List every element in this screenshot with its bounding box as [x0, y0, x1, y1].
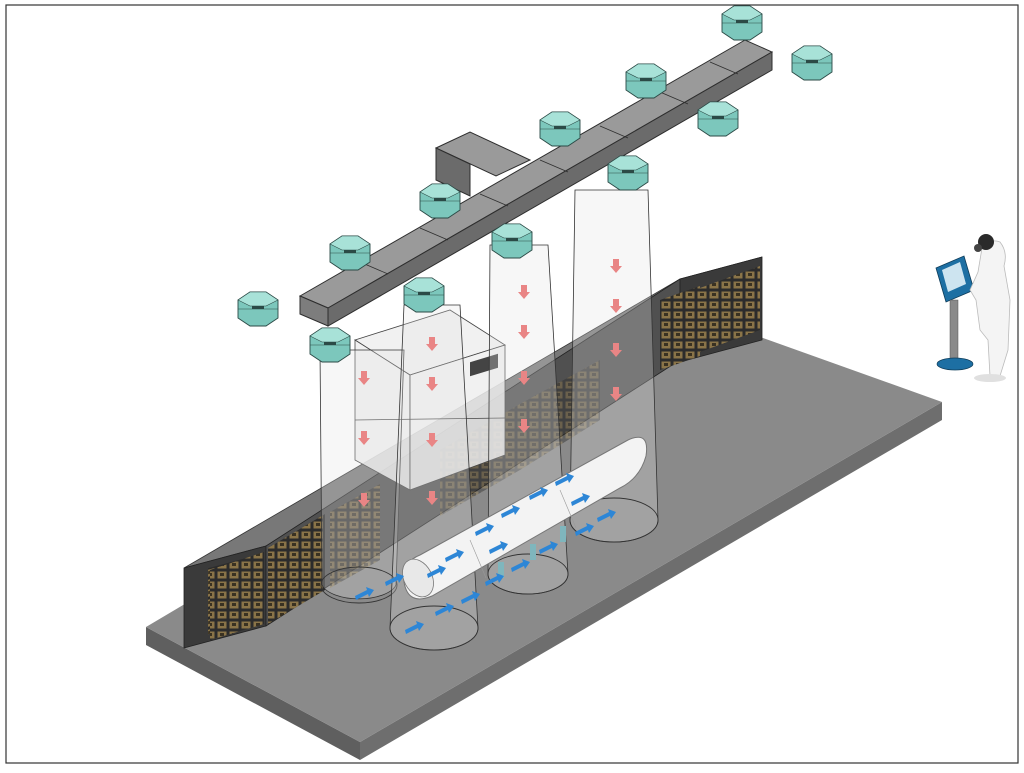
pressure-tank: [402, 436, 648, 600]
filter-fan-unit: [419, 183, 461, 219]
filter-fan-unit: [329, 235, 371, 271]
control-kiosk: [935, 255, 975, 371]
filter-fan-unit: [607, 155, 649, 191]
filter-fan-unit: [309, 327, 351, 363]
kiosk-screen: [942, 262, 966, 292]
filter-fan-unit: [539, 111, 581, 147]
filter-fan-unit: [791, 45, 833, 81]
operator-person-icon: [969, 234, 1011, 382]
filter-fan-unit: [625, 63, 667, 99]
airflow-cone-1: [319, 349, 405, 600]
figure-border: [5, 4, 1019, 764]
filter-fan-unit: [697, 101, 739, 137]
filter-fan-unit: [721, 5, 763, 41]
filter-fan-unit: [237, 291, 279, 327]
filter-fan-unit: [403, 277, 445, 313]
filter-fan-unit: [491, 223, 533, 259]
